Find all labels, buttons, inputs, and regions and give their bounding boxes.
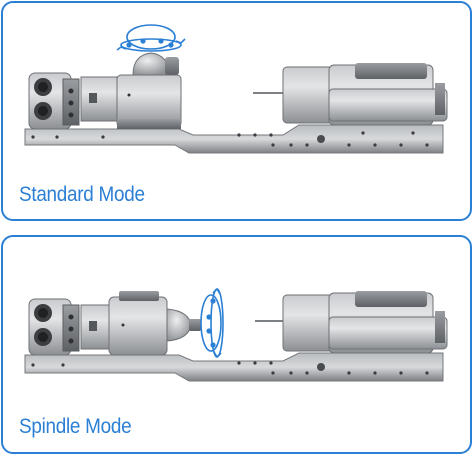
spindle-mode-label: Spindle Mode (19, 415, 132, 438)
clamp-block (28, 298, 80, 356)
spindle-mode-panel: Spindle Mode (1, 235, 472, 454)
clamp-block (28, 72, 80, 130)
rotation-arrows-icon (116, 24, 186, 52)
tool-module (253, 63, 448, 126)
base-rail (24, 352, 444, 382)
standard-mode-panel: Standard Mode (1, 1, 472, 221)
standard-mode-label: Standard Mode (19, 183, 145, 206)
standard-mode-illustration (24, 24, 448, 154)
rotation-arrows-icon (200, 288, 224, 358)
spindle-housing (80, 291, 201, 356)
base-rail (24, 124, 444, 154)
spindle-mode-illustration (24, 288, 448, 382)
probe-head-housing (80, 52, 182, 129)
tool-module (255, 291, 448, 354)
